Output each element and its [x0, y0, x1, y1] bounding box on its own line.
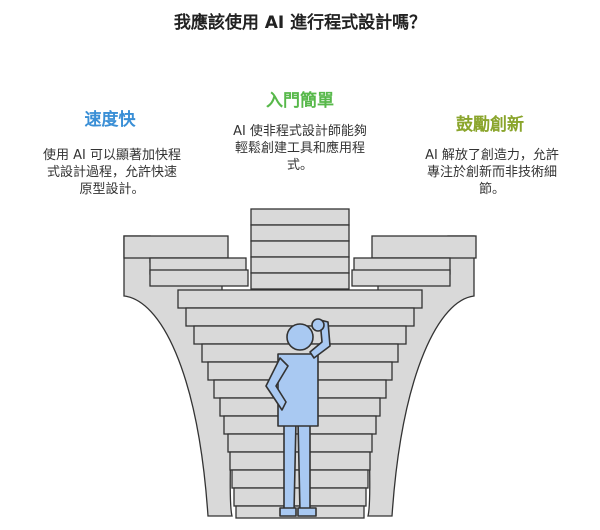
- stair-step: [351, 269, 451, 287]
- person-left-foot: [279, 507, 297, 517]
- description-line: AI 使非程式設計師能夠: [233, 124, 367, 139]
- person-left-arm: [265, 357, 289, 411]
- person-hand: [311, 318, 325, 332]
- description-line: AI 解放了創造力，允許: [425, 148, 559, 163]
- page-title: 我應該使用 AI 進行程式設計嗎？: [173, 13, 427, 33]
- person-icon: [265, 318, 331, 517]
- heading-speed: 速度快: [84, 110, 136, 130]
- stair-step: [250, 272, 350, 290]
- stair-step: [250, 240, 350, 258]
- person-right-leg: [297, 419, 311, 513]
- stair-step: [250, 208, 350, 226]
- person-head: [286, 323, 314, 351]
- description-line: 式設計過程，允許快速: [46, 165, 177, 180]
- stair-step: [149, 269, 249, 287]
- stair-step: [177, 289, 423, 309]
- description-easy-entry: AI 使非程式設計師能夠 輕鬆創建工具和應用程 式。: [215, 123, 385, 174]
- description-line: 使用 AI 可以顯著加快程: [43, 148, 181, 163]
- heading-innovation: 鼓勵創新: [456, 115, 524, 135]
- description-line: 專注於創新而非技術細: [426, 165, 557, 180]
- person-right-foot: [297, 507, 317, 517]
- person-left-leg: [283, 419, 297, 513]
- stairs-icon: [123, 208, 477, 519]
- description-innovation: AI 解放了創造力，允許 專注於創新而非技術細 節。: [402, 147, 582, 198]
- description-line: 輕鬆創建工具和應用程: [234, 141, 365, 156]
- heading-easy-entry: 入門簡單: [266, 91, 334, 111]
- stair-step: [123, 235, 229, 259]
- stair-step: [250, 256, 350, 274]
- description-line: 式。: [286, 158, 313, 173]
- stair-step: [250, 224, 350, 242]
- description-line: 原型設計。: [79, 182, 145, 197]
- stair-step: [371, 235, 477, 259]
- description-line: 節。: [478, 182, 505, 197]
- description-speed: 使用 AI 可以顯著加快程 式設計過程，允許快速 原型設計。: [22, 147, 202, 198]
